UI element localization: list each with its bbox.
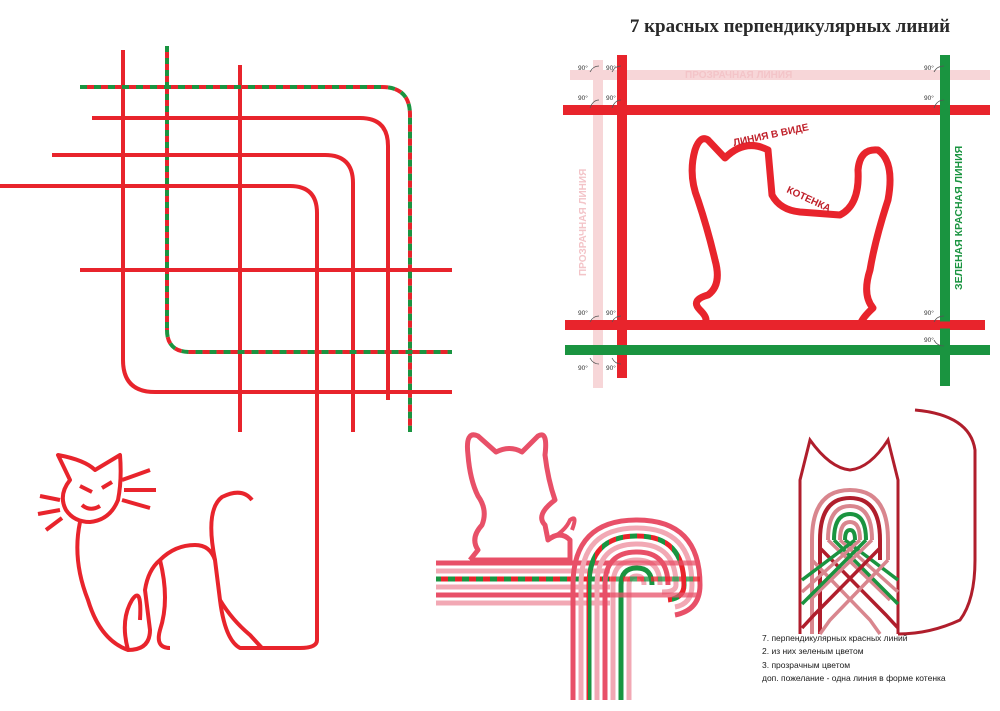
grid-curve-line <box>0 184 319 650</box>
grid-curve-line <box>92 116 390 400</box>
panel-woven-cat <box>798 408 977 636</box>
note-item: 2. из них зеленым цветом <box>762 646 864 657</box>
grid-curve-line <box>80 85 412 432</box>
green-red-line-label: ЗЕЛЕНАЯ КРАСНАЯ ЛИНИЯ <box>953 146 965 290</box>
woven-cat-head <box>798 436 900 634</box>
angle-arcs <box>589 65 945 365</box>
grid-curve-line <box>121 305 452 394</box>
transparent-line-label-v: ПРОЗРАЧНАЯ ЛИНИЯ <box>578 169 589 276</box>
note-item: 3. прозрачным цветом <box>762 659 851 670</box>
page-title: 7 красных перпендикулярных линий <box>629 16 951 37</box>
red-cat-drawing <box>37 453 270 652</box>
angle-label: 90° <box>924 64 934 72</box>
note-item: доп. пожелание - одна линия в форме коте… <box>762 672 946 683</box>
notes-list: 7. перпендикулярных красных линий 2. из … <box>762 632 946 685</box>
angle-label: 90° <box>606 309 616 317</box>
angle-label: 90° <box>578 364 588 372</box>
angle-label: 90° <box>924 309 934 317</box>
angle-label: 90° <box>606 94 616 102</box>
grid-curve-line <box>52 153 355 432</box>
angle-label: 90° <box>924 336 934 344</box>
angle-label: 90° <box>578 94 588 102</box>
grid-curve-line <box>165 329 452 354</box>
kitten-line <box>565 135 985 329</box>
grid-curve-line <box>80 85 412 432</box>
woven-cat-tail <box>897 408 977 636</box>
angle-label: 90° <box>606 364 616 372</box>
angle-label: 90° <box>578 309 588 317</box>
grid-curve-line <box>165 329 452 354</box>
angle-label: 90° <box>924 94 934 102</box>
panel-grid-cat <box>0 46 452 652</box>
spiral-stripe-band <box>570 517 703 700</box>
transparent-line-label-h: ПРОЗРАЧНАЯ ЛИНИЯ <box>685 70 792 81</box>
kitten-line-label-top: ЛИНИЯ В ВИДЕ <box>732 122 810 149</box>
panel-technical-diagram <box>563 55 990 388</box>
angle-label: 90° <box>578 64 588 72</box>
crossing-hlines <box>610 560 700 598</box>
kitten-tail <box>547 516 577 542</box>
angle-label: 90° <box>606 64 616 72</box>
concentric-arcs <box>810 487 890 634</box>
kitten-outline <box>465 432 573 563</box>
note-item: 7. перпендикулярных красных линий <box>762 633 908 643</box>
woven-diagonals <box>800 538 900 636</box>
panel-kitten-stripes <box>436 432 703 700</box>
